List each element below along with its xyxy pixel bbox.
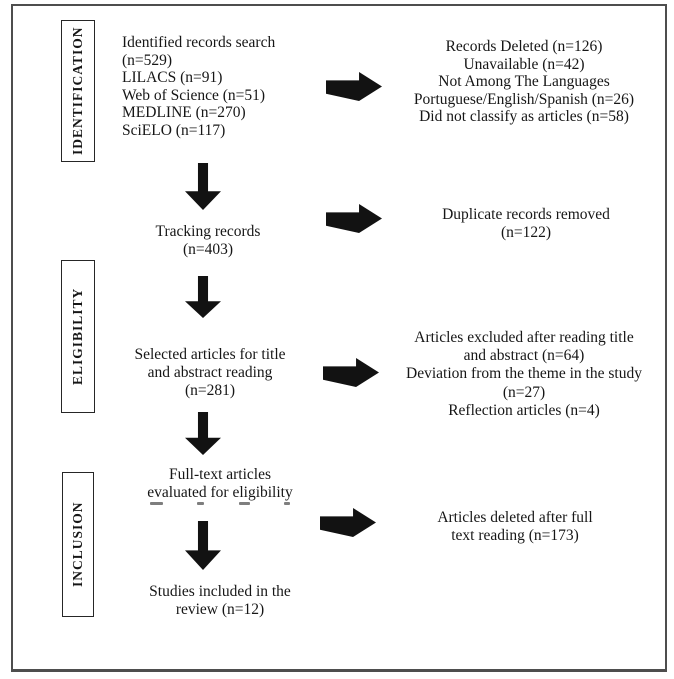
text-line: review (n=12) — [175, 600, 265, 618]
duplicates-removed-box: Duplicate records removed (n=122) — [396, 206, 656, 241]
text-line: text reading (n=173) — [451, 526, 579, 544]
identified-records-box: Identified records search (n=529) LILACS… — [122, 34, 337, 139]
text-line: Deviation from the theme in the study — [406, 365, 642, 383]
text-line: Duplicate records removed — [442, 206, 610, 223]
text-line: Reflection articles (n=4) — [448, 401, 600, 419]
stage-label-eligibility-text: ELIGIBILITY — [70, 287, 85, 386]
text-line: (n=403) — [182, 240, 234, 258]
text-line: Unavailable (n=42) — [463, 55, 585, 73]
text-line: Tracking records — [155, 223, 261, 240]
fulltext-articles-box: Full-text articles evaluated for eligibi… — [120, 466, 320, 501]
stage-label-eligibility: ELIGIBILITY — [61, 260, 95, 413]
text-line: and abstract reading — [147, 364, 273, 381]
text-line: evaluated for eligibility — [147, 483, 293, 501]
tracking-records-box: Tracking records (n=403) — [108, 223, 308, 258]
text-line: Full-text articles — [168, 466, 271, 483]
text-line: Portuguese/English/Spanish (n=26) — [413, 90, 635, 108]
text-line: Records Deleted (n=126) — [445, 38, 603, 55]
fulltext-excluded-box: Articles deleted after full text reading… — [385, 509, 645, 544]
text-line: Identified records search — [122, 34, 276, 51]
diagram-border — [11, 4, 667, 672]
text-line: Not Among The Languages — [438, 73, 610, 90]
text-line: Articles deleted after full — [437, 509, 593, 526]
text-line: SciELO (n=117) — [122, 121, 226, 139]
stage-label-identification: IDENTIFICATION — [61, 20, 95, 162]
records-deleted-box: Records Deleted (n=126) Unavailable (n=4… — [390, 38, 658, 126]
text-line: (n=281) — [184, 382, 236, 399]
text-line: and abstract (n=64) — [463, 347, 585, 365]
stage-label-identification-text: IDENTIFICATION — [70, 26, 85, 156]
clipped-text-fragment — [150, 502, 290, 507]
text-line: Did not classify as articles (n=58) — [419, 108, 629, 125]
title-abstract-excluded-box: Articles excluded after reading title an… — [388, 329, 660, 420]
text-line: Selected articles for title — [134, 346, 286, 363]
stage-label-inclusion: INCLUSION — [62, 472, 94, 617]
text-line: MEDLINE (n=270) — [122, 104, 246, 121]
text-line: Articles excluded after reading title — [414, 329, 634, 346]
text-line: (n=122) — [500, 223, 552, 241]
stage-label-inclusion-text: INCLUSION — [70, 501, 85, 588]
text-line: Web of Science (n=51) — [122, 86, 266, 104]
included-studies-box: Studies included in the review (n=12) — [120, 583, 320, 618]
text-line: LILACS (n=91) — [122, 69, 223, 86]
text-line: Studies included in the — [149, 583, 291, 600]
selected-articles-box: Selected articles for title and abstract… — [110, 346, 310, 400]
text-line: (n=27) — [502, 383, 546, 401]
text-line: (n=529) — [122, 51, 173, 69]
